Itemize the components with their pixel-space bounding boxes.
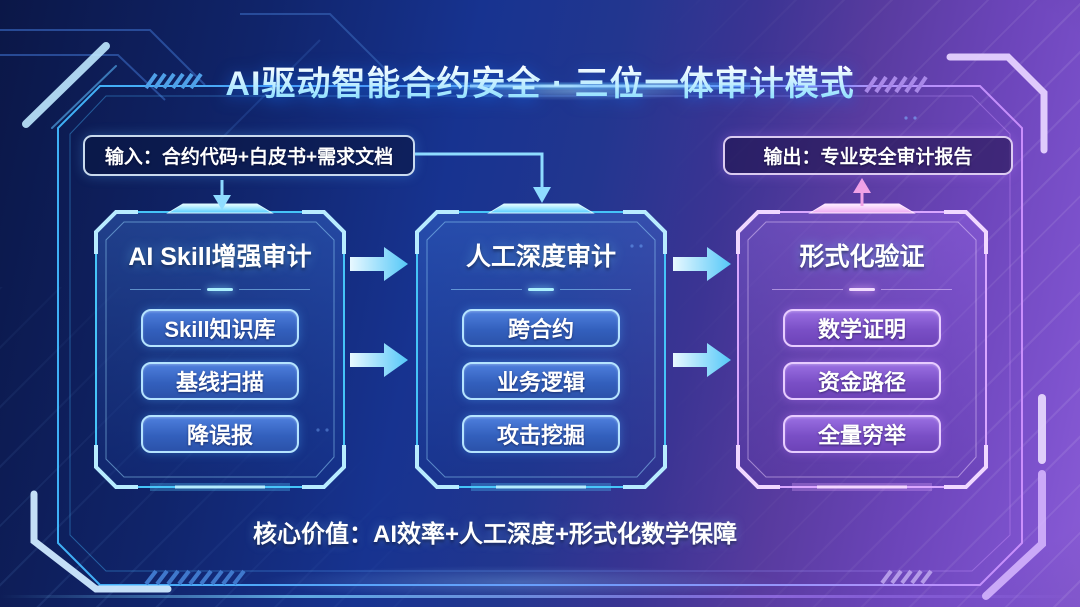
bottom-glow-line bbox=[0, 595, 1080, 598]
flow-arrow-icon-3 bbox=[673, 247, 731, 281]
chip-reduce-false-positives: 降误报 bbox=[141, 415, 299, 453]
core-value-statement: 核心价值：AI效率+人工深度+形式化数学保障 bbox=[252, 521, 738, 548]
panel-divider bbox=[130, 288, 310, 291]
chip-cross-contract: 跨合约 bbox=[462, 309, 620, 347]
chip-attack-mining: 攻击挖掘 bbox=[462, 415, 620, 453]
panel-formal-verification: 形式化验证 数学证明 资金路径 全量穷举 bbox=[738, 212, 986, 487]
chip-skill-knowledge-base: Skill知识库 bbox=[141, 309, 299, 347]
panel-ai-skill-audit: AI Skill增强审计 Skill知识库 基线扫描 降误报 bbox=[96, 212, 344, 487]
output-box-label: 输出：专业安全审计报告 bbox=[763, 147, 973, 168]
input-to-panel2-elbow-arrow-icon bbox=[415, 152, 551, 203]
panel-manual-deep-audit: 人工深度审计 跨合约 业务逻辑 攻击挖掘 bbox=[417, 212, 665, 487]
panel-ai-skill-audit-title: AI Skill增强审计 bbox=[128, 243, 312, 271]
chip-exhaustive-enumeration: 全量穷举 bbox=[783, 415, 941, 453]
panel-divider bbox=[451, 288, 631, 291]
panel3-to-output-arrow-icon bbox=[853, 178, 871, 206]
chip-mathematical-proof: 数学证明 bbox=[783, 309, 941, 347]
panel-divider bbox=[772, 288, 952, 291]
page-title: AI驱动智能合约安全 · 三位一体审计模式 bbox=[0, 56, 1080, 105]
hatch-decoration bbox=[144, 72, 933, 586]
input-box: 输入：合约代码+白皮书+需求文档 bbox=[83, 135, 415, 176]
chip-business-logic: 业务逻辑 bbox=[462, 362, 620, 400]
flow-arrow-icon-1 bbox=[350, 247, 408, 281]
input-to-panel1-arrow-icon bbox=[213, 180, 231, 210]
panel-manual-deep-audit-title: 人工深度审计 bbox=[465, 243, 616, 271]
input-box-label: 输入：合约代码+白皮书+需求文档 bbox=[104, 147, 394, 168]
chip-baseline-scan: 基线扫描 bbox=[141, 362, 299, 400]
light-flare-top bbox=[400, 78, 760, 104]
flow-arrow-icon-4 bbox=[673, 343, 731, 377]
outer-frame bbox=[57, 82, 1023, 586]
circuit-traces bbox=[0, 13, 391, 151]
output-box: 输出：专业安全审计报告 bbox=[723, 136, 1013, 175]
panel-formal-verification-title: 形式化验证 bbox=[799, 243, 925, 271]
flow-arrow-icon-2 bbox=[350, 343, 408, 377]
corner-accents bbox=[22, 42, 1048, 600]
chip-fund-path: 资金路径 bbox=[783, 362, 941, 400]
